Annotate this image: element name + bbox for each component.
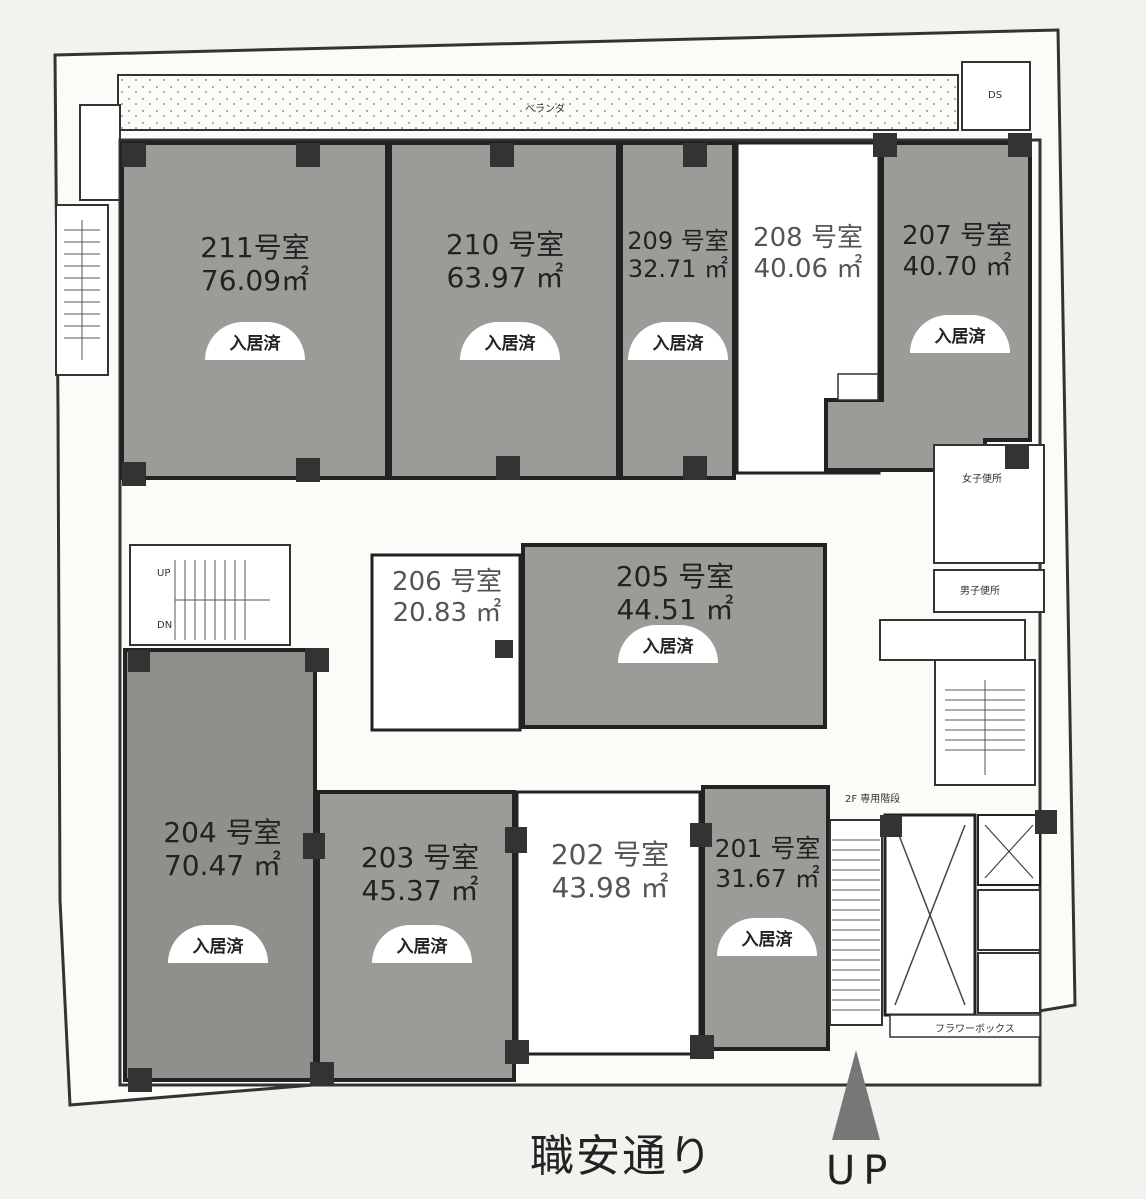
room-209[interactable]: 209 号室 32.71 ㎡: [627, 227, 729, 284]
status-badge: 入居済: [460, 322, 560, 360]
mens-toilet: [933, 569, 1045, 613]
status-badge: 入居済: [628, 322, 728, 360]
room-204[interactable]: 204 号室 70.47 ㎡: [163, 816, 282, 882]
elevator-shaft: [883, 813, 977, 1017]
ds-label: DS: [988, 90, 1003, 101]
status-badge: 入居済: [205, 322, 305, 360]
up-arrow-icon: [832, 1050, 880, 1140]
room-205[interactable]: 205 号室 44.51 ㎡: [615, 560, 735, 626]
flower-box-label: フラワーボックス: [935, 1024, 1015, 1035]
room-210-area: [388, 141, 620, 480]
veranda: [117, 74, 959, 131]
ds-box: [961, 61, 1031, 131]
stair-label: 2F 専用階段: [845, 794, 901, 805]
room-202[interactable]: 202 号室 43.98 ㎡: [550, 838, 670, 904]
room-211-area: [120, 141, 389, 480]
mens-toilet-label: 男子便所: [960, 586, 1000, 597]
room-203[interactable]: 203 号室 45.37 ㎡: [360, 841, 480, 907]
status-badge: 入居済: [168, 925, 268, 963]
room-201[interactable]: 201 号室 31.67 ㎡: [714, 834, 821, 893]
up-label: UP: [826, 1148, 896, 1194]
status-badge: 入居済: [372, 925, 472, 963]
room-204-area: [123, 648, 317, 1082]
status-badge: 入居済: [717, 918, 817, 956]
private-stair: [829, 819, 883, 1026]
left-stair: [129, 544, 291, 646]
veranda-label: ベランダ: [525, 104, 565, 115]
room-206[interactable]: 206 号室 20.83 ㎡: [392, 567, 502, 628]
room-211[interactable]: 211号室 76.09㎡: [200, 231, 310, 297]
stair-up-label: UP: [157, 568, 171, 579]
room-207[interactable]: 207 号室 40.70 ㎡: [902, 221, 1012, 282]
room-210[interactable]: 210 号室 63.97 ㎡: [445, 228, 565, 294]
stair-dn-label: DN: [157, 620, 173, 631]
street-name: 職安通り: [530, 1131, 714, 1182]
womens-toilet-label: 女子便所: [962, 474, 1002, 485]
room-201-area: [701, 785, 830, 1051]
room-202-area: [515, 790, 702, 1056]
status-badge: 入居済: [618, 625, 718, 663]
room-208[interactable]: 208 号室 40.06 ㎡: [753, 223, 863, 284]
status-badge: 入居済: [910, 315, 1010, 353]
room-209-area: [619, 141, 736, 480]
